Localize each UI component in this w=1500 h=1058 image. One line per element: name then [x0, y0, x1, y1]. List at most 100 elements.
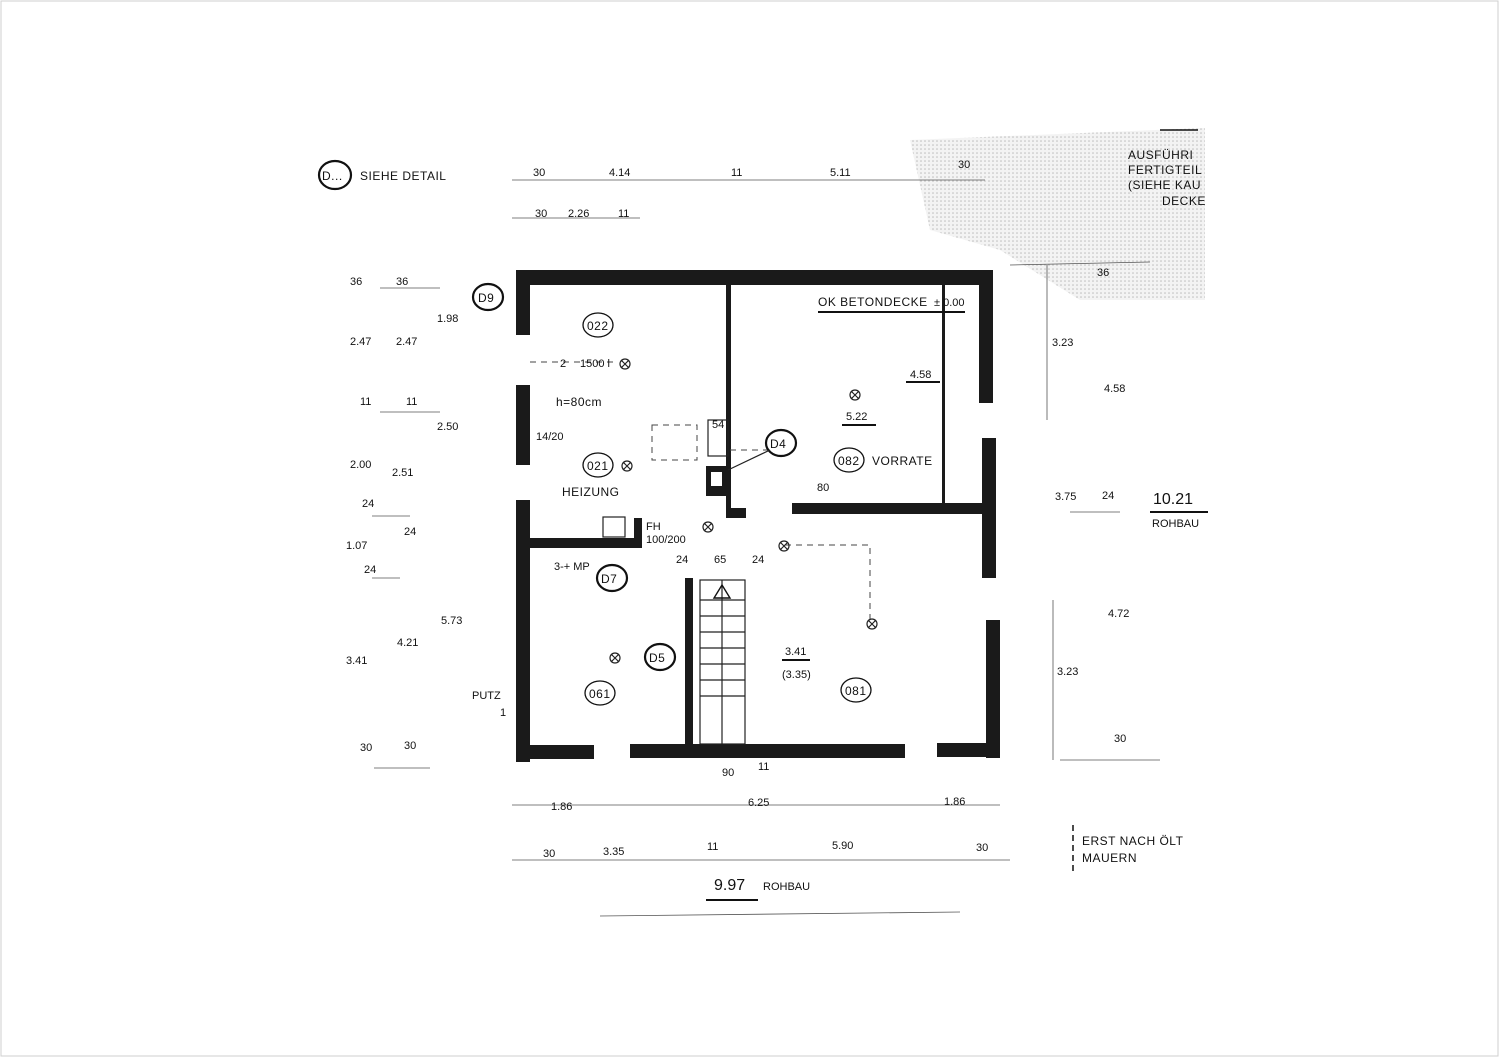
dim-left-9: 2.51 [392, 467, 413, 479]
dim-right-7: 30 [1114, 733, 1126, 745]
dim-right-4: 24 [1102, 490, 1114, 502]
dim-bottom2-3: 5.90 [832, 840, 853, 852]
wall-top [516, 270, 993, 285]
dims-left: 36 36 1.98 2.47 2.47 11 11 2.50 2.00 2.5… [346, 276, 462, 754]
dim-right-2: 4.58 [1104, 383, 1125, 395]
sink [602, 516, 626, 538]
boiler-unit [707, 419, 729, 457]
dim-top2-1: 2.26 [568, 208, 589, 220]
wall-int-stub [726, 508, 746, 518]
dims-top: 30 4.14 11 5.11 30 30 2.26 11 [533, 159, 970, 220]
detail-d4: D4 [770, 437, 786, 451]
detail-legend: D... SIEHE DETAIL [317, 159, 446, 191]
room-022-number: 022 [587, 319, 609, 333]
dim-top1-1: 4.14 [609, 167, 630, 179]
detail-d9: D9 [478, 291, 494, 305]
int-dim-24b: 24 [752, 554, 764, 566]
dim-bottom1-0: 1.86 [551, 801, 572, 813]
putz-value: 1 [500, 707, 506, 719]
total-width-label: ROHBAU [763, 881, 810, 893]
total-depth: 10.21 ROHBAU [1150, 491, 1208, 530]
wall-bottom-1 [516, 745, 594, 759]
total-width: 9.97 ROHBAU [706, 877, 810, 901]
dim-bottom1-2: 11 [758, 761, 769, 773]
dim-top1-0: 30 [533, 167, 545, 179]
light-fixtures [609, 358, 878, 664]
dim-bottom1-3: 6.25 [748, 797, 769, 809]
chimney-flue [711, 472, 722, 486]
elec-line-2 [785, 544, 871, 620]
room-061-number: 061 [589, 687, 611, 701]
dim-bottom2-0: 30 [543, 848, 555, 860]
room-082-number: 082 [838, 454, 860, 468]
wall-int-door-jamb [634, 518, 642, 548]
dim-right-0: 36 [1097, 267, 1109, 279]
dim-left-11: 24 [404, 526, 416, 538]
dim-top1-4: 30 [958, 159, 970, 171]
mp-label: 3-+ MP [554, 561, 590, 573]
wall-int-vertical-1 [726, 285, 731, 515]
room-082-name: VORRATE [872, 454, 933, 468]
dim-left-5: 11 [360, 396, 371, 408]
detail-d5: D5 [649, 651, 665, 665]
room-081-number: 081 [845, 684, 867, 698]
total-width-value: 9.97 [714, 877, 745, 894]
dim-left-1: 36 [396, 276, 408, 288]
window-size: 14/20 [536, 431, 564, 443]
total-depth-value: 10.21 [1153, 491, 1193, 508]
int-dim-341: 3.41 [785, 646, 806, 658]
note-bottom-line2: MAUERN [1082, 851, 1137, 865]
note-top-right-3: (SIEHE KAU [1128, 178, 1201, 192]
dim-left-18: 30 [404, 740, 416, 752]
dim-left-12: 1.07 [346, 540, 367, 552]
dimension-lines [372, 179, 1160, 917]
dim-bottom2-2: 11 [707, 841, 718, 853]
putz-label: PUTZ [472, 690, 501, 702]
fh-size: 100/200 [646, 534, 686, 546]
fh-label: FH [646, 521, 661, 533]
dim-right-6: 3.23 [1057, 666, 1078, 678]
dim-top2-0: 30 [535, 208, 547, 220]
wall-right-3 [986, 620, 1000, 758]
wall-left-2 [516, 385, 530, 465]
wall-right-1 [979, 285, 993, 403]
dim-top2-2: 11 [618, 208, 629, 220]
dim-54: 54 [712, 419, 724, 431]
room-022-circle [582, 312, 614, 338]
note-top-right-1: AUSFÜHRI [1128, 148, 1193, 162]
boiler-outline [651, 424, 698, 461]
int-dim-24a: 24 [676, 554, 688, 566]
wall-left-1 [516, 285, 530, 335]
room-021-circle [582, 452, 614, 478]
dim-right-5: 4.72 [1108, 608, 1129, 620]
note-bottom-line1: ERST NACH ÖLT [1082, 834, 1184, 848]
dim-bottom2-1: 3.35 [603, 846, 624, 858]
note-top-right-2: FERTIGTEIL [1128, 163, 1202, 177]
wall-bottom-2 [630, 744, 905, 758]
dim-top1-2: 11 [731, 167, 742, 179]
dim-left-0: 36 [350, 276, 362, 288]
staircase [699, 579, 746, 745]
dim-left-13: 24 [364, 564, 376, 576]
room-061-circle [584, 680, 616, 706]
int-dim-335: (3.35) [782, 669, 811, 681]
ok-value: ± 0.00 [934, 297, 965, 309]
dim-left-7: 2.50 [437, 421, 458, 433]
detail-marker-circle [317, 159, 353, 191]
note-top-right-4: DECKE [1162, 194, 1206, 208]
room-021-number: 021 [587, 459, 609, 473]
dim-right-3: 3.75 [1055, 491, 1076, 503]
detail-legend-text: SIEHE DETAIL [360, 169, 446, 183]
tank-capacity: 1500 l [580, 358, 610, 370]
total-depth-label: ROHBAU [1152, 518, 1199, 530]
dim-bottom2-4: 30 [976, 842, 988, 854]
detail-markers: D9 D4 D7 D5 [471, 282, 798, 672]
dim-left-10: 24 [362, 498, 374, 510]
tank-count: 2 [560, 358, 566, 370]
detail-marker-text: D... [322, 169, 343, 183]
dim-left-8: 2.00 [350, 459, 371, 471]
note-bottom-right: ERST NACH ÖLT MAUERN [1072, 825, 1184, 875]
ok-betondecke: OK BETONDECKE [818, 295, 928, 309]
